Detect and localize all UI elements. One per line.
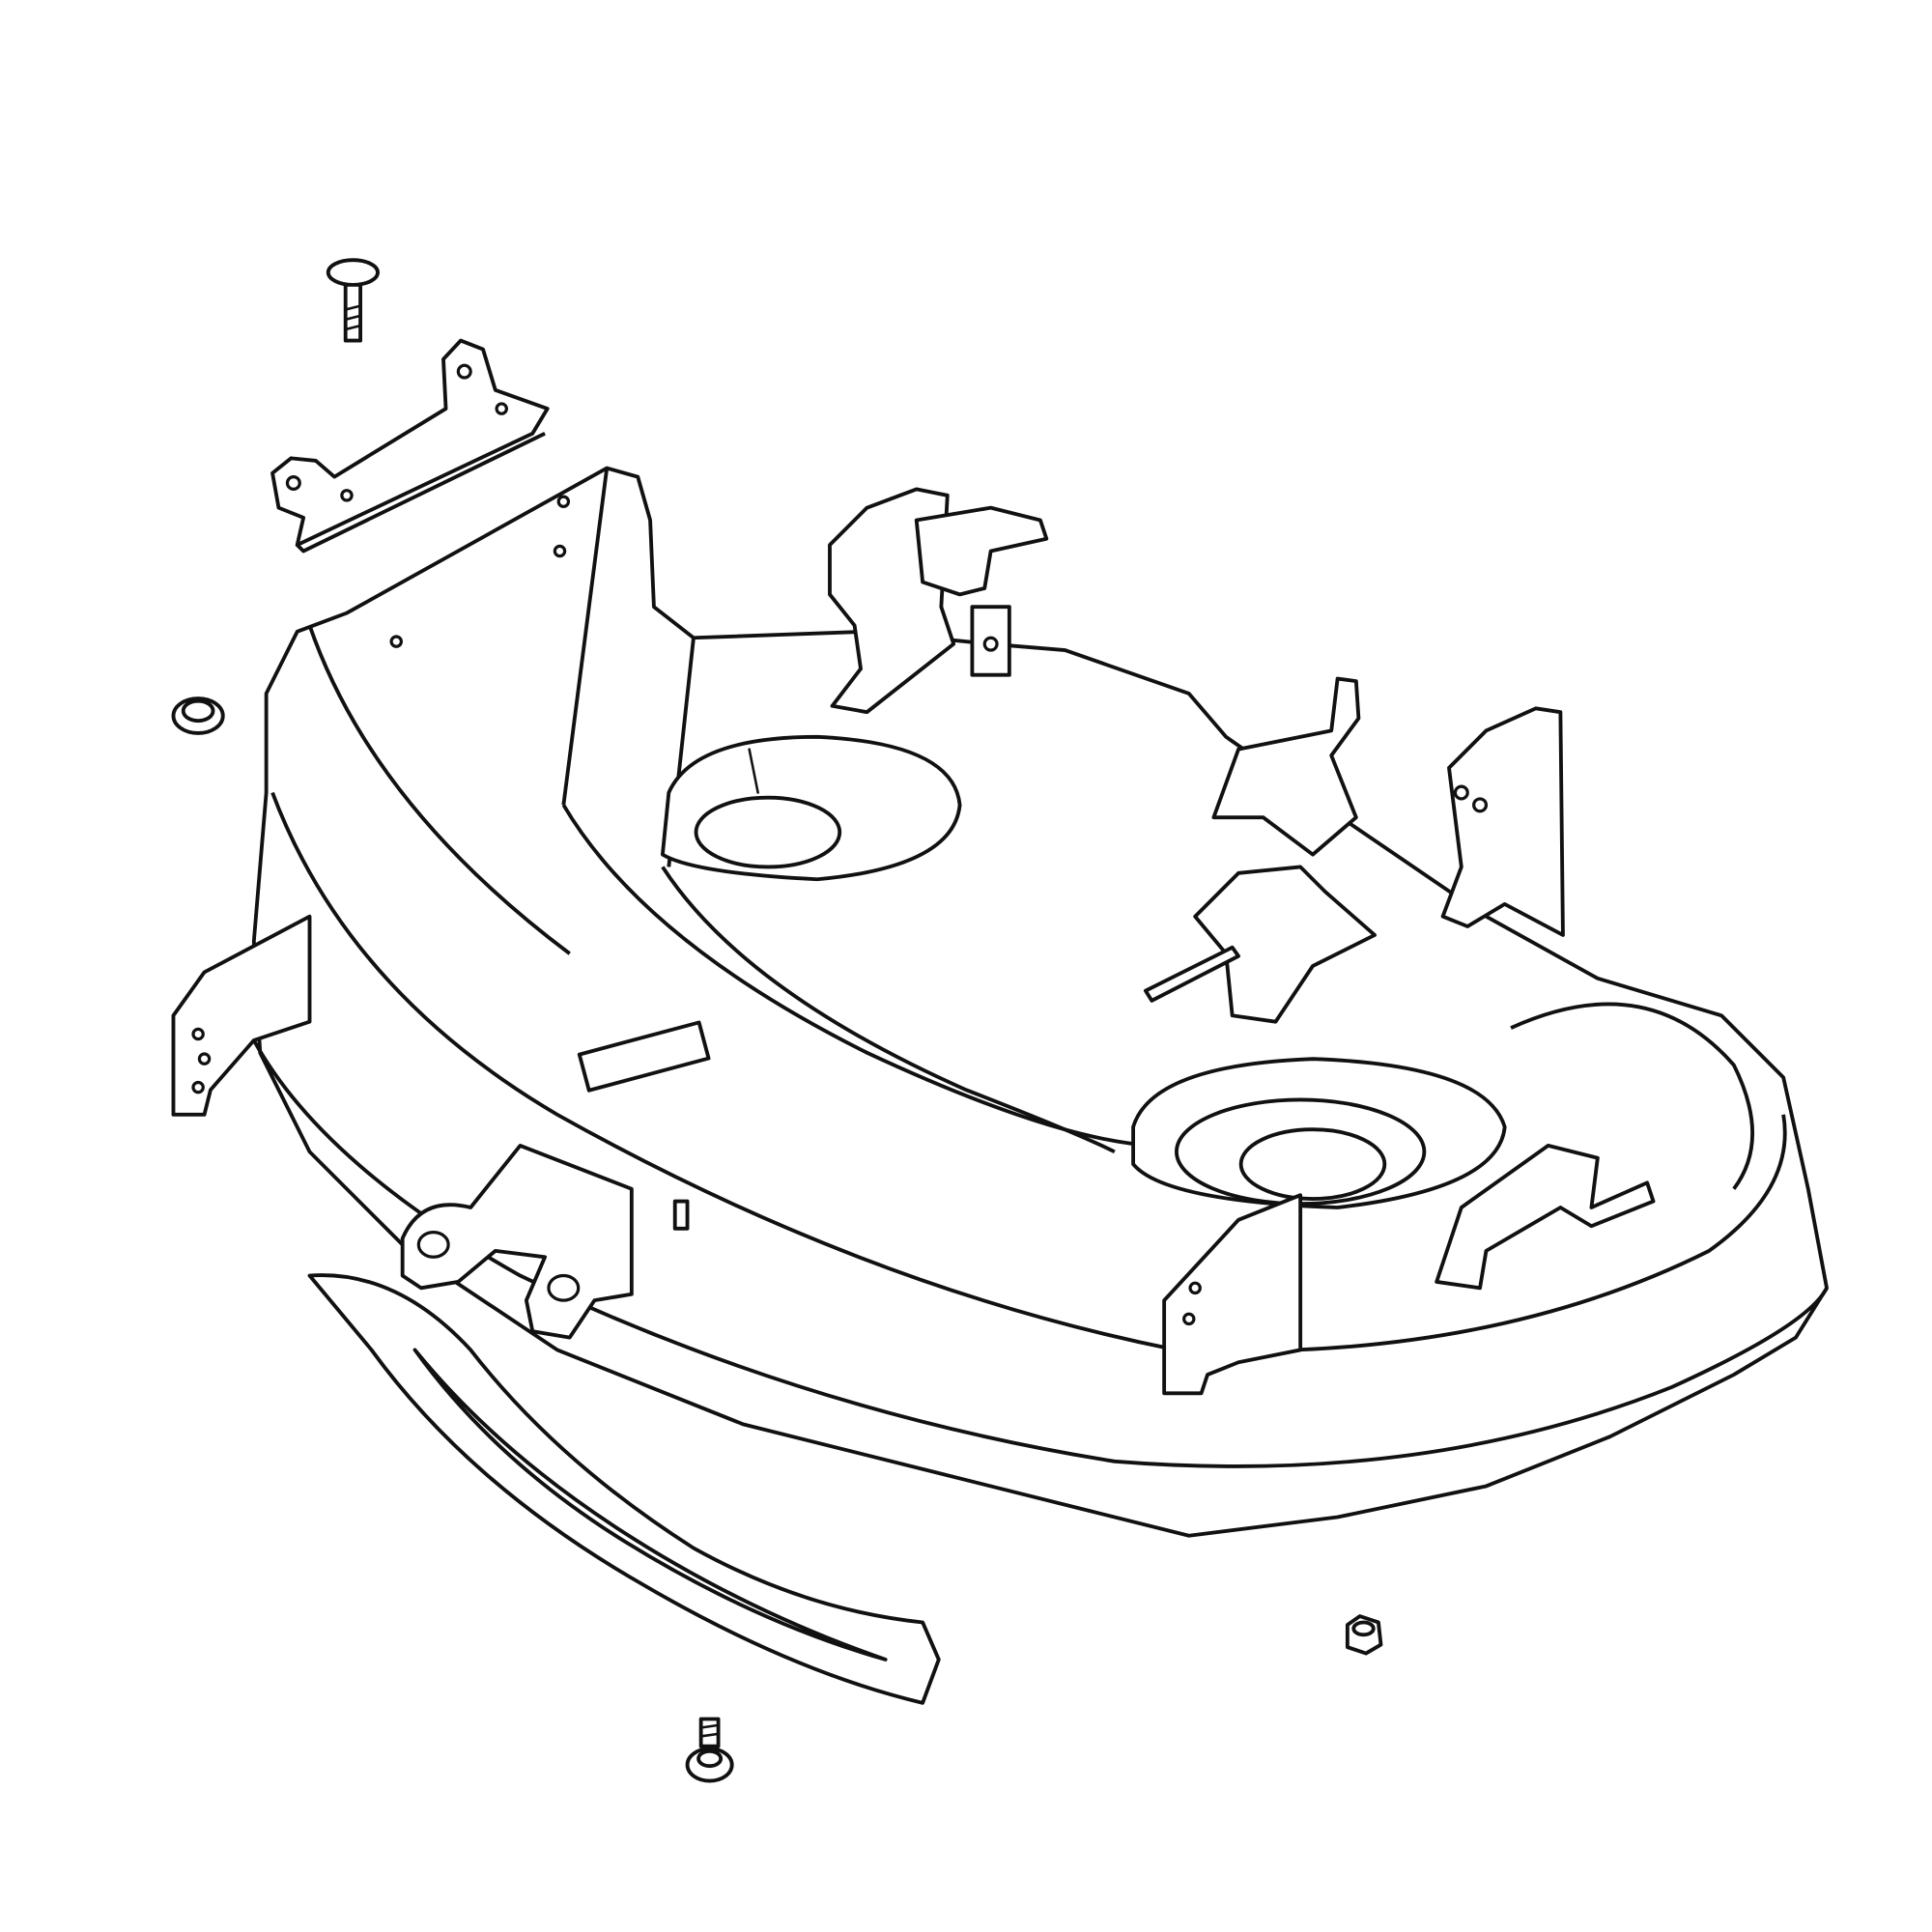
baffle-plate [307,1273,941,1705]
rear-hanger-brackets [828,487,1565,937]
front-hanger-bracket [270,338,550,554]
right-spindle-mount [1131,1057,1507,1209]
carriage-bolt [326,258,380,343]
side-hanger-brackets [171,914,1656,1396]
center-rod-bracket [1143,865,1377,1024]
left-spindle-mount [660,734,962,882]
flange-nut [171,696,225,735]
shoulder-bolt [685,1717,734,1783]
mower-deck-housing [251,466,1829,1538]
hex-nut [1345,1614,1383,1656]
